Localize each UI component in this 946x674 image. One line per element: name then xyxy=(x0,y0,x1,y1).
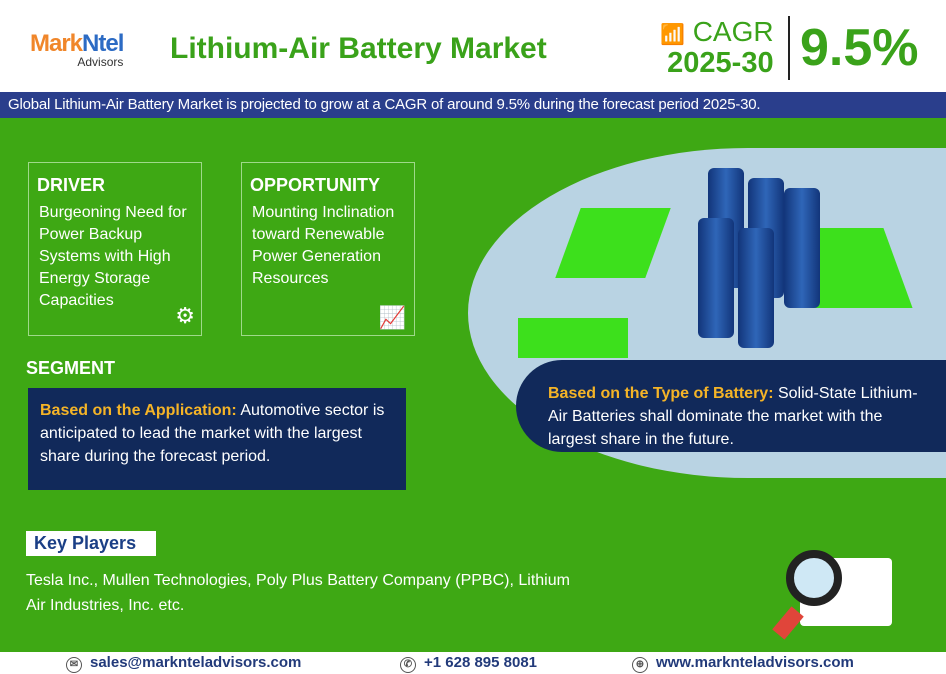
application-text: Automotive sector is anticipated to lead… xyxy=(40,402,385,465)
header: MarkNtel Advisors Lithium-Air Battery Ma… xyxy=(0,0,946,92)
application-label: Based on the Application: xyxy=(40,402,237,419)
website-link[interactable]: www.marknteladvisors.com xyxy=(656,654,854,671)
phone-number[interactable]: +1 628 895 8081 xyxy=(424,654,538,671)
logo: MarkNtel Advisors xyxy=(30,30,124,69)
cagr-period: 2025-30 xyxy=(667,47,774,79)
logo-text-2: Ntel xyxy=(82,30,124,57)
logo-subtitle: Advisors xyxy=(77,55,124,69)
summary-banner: Global Lithium-Air Battery Market is pro… xyxy=(0,92,946,118)
driver-title: DRIVER xyxy=(37,175,106,195)
growth-chart-icon: 📶 xyxy=(660,24,685,46)
driver-text: Burgeoning Need for Power Backup Systems… xyxy=(39,204,187,309)
divider xyxy=(788,16,790,80)
main-panel: DRIVER Burgeoning Need for Power Backup … xyxy=(0,118,946,652)
key-players-title: Key Players xyxy=(26,531,156,556)
opportunity-text: Mounting Inclination toward Renewable Po… xyxy=(252,204,395,287)
strategy-icon: ⚙ xyxy=(175,303,195,328)
email-icon: ✉ xyxy=(66,657,82,673)
phone-icon: ✆ xyxy=(400,657,416,673)
cagr-block: 📶 CAGR 2025-30 xyxy=(660,16,774,79)
segment-title: SEGMENT xyxy=(26,358,116,378)
battery-label: Based on the Type of Battery: xyxy=(548,385,774,402)
logo-text-1: Mark xyxy=(30,30,83,57)
cagr-value: 9.5% xyxy=(800,19,919,77)
cagr-label: CAGR xyxy=(692,16,774,47)
page-title: Lithium-Air Battery Market xyxy=(170,32,547,65)
email-link[interactable]: sales@marknteladvisors.com xyxy=(90,654,302,671)
footer: ✉ sales@marknteladvisors.com ✆ +1 628 895 … xyxy=(0,652,946,674)
driver-box: DRIVER Burgeoning Need for Power Backup … xyxy=(28,162,202,336)
magnifier-chart-icon xyxy=(772,550,892,640)
globe-icon: ⊕ xyxy=(632,657,648,673)
battery-type-segment: Based on the Type of Battery: Solid-Stat… xyxy=(516,360,946,452)
battery-text: Solid-State Lithium-Air Batteries shall … xyxy=(548,385,918,448)
growth-chart-icon: 📈 xyxy=(378,305,406,330)
opportunity-title: OPPORTUNITY xyxy=(250,175,381,195)
opportunity-box: OPPORTUNITY Mounting Inclination toward … xyxy=(241,162,415,336)
key-players-text: Tesla Inc., Mullen Technologies, Poly Pl… xyxy=(26,572,570,614)
application-segment: Based on the Application: Automotive sec… xyxy=(28,388,406,490)
